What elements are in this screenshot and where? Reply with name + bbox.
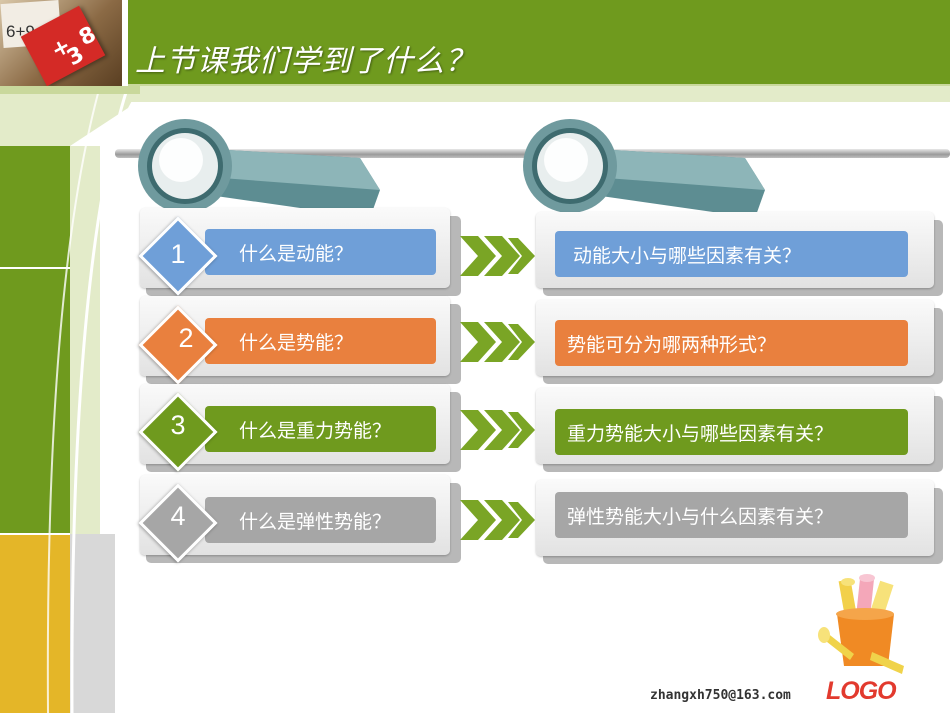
number-4: 4 [170, 501, 186, 531]
header-divider [0, 84, 950, 87]
question-text-3: 什么是重力势能？ [239, 419, 392, 442]
question-bar-2[interactable]: 什么是势能？ [205, 318, 436, 364]
number-1: 1 [170, 239, 186, 269]
logo: LOGO [826, 677, 897, 705]
followup-bar-3[interactable]: 重力势能大小与哪些因素有关？ [555, 409, 908, 455]
followup-text-2: 势能可分为哪两种形式？ [567, 333, 777, 356]
number-2: 2 [178, 323, 194, 353]
contact-email: zhangxh750@163.com [650, 688, 791, 703]
question-text-1: 什么是动能？ [239, 242, 354, 265]
pencil-cup-icon [818, 574, 904, 674]
chevron-arrow-1-icon [460, 236, 535, 276]
question-text-4: 什么是弹性势能？ [239, 510, 392, 533]
math-cards-image: 6+9 + 8 3 [0, 0, 122, 86]
chevron-arrow-3-icon [460, 410, 535, 450]
chevron-arrow-2-icon [460, 322, 535, 362]
followup-text-1: 动能大小与哪些因素有关？ [573, 244, 802, 267]
followup-bar-2[interactable]: 势能可分为哪两种形式？ [555, 320, 908, 366]
question-bar-4[interactable]: 什么是弹性势能？ [205, 497, 436, 543]
question-bar-1[interactable]: 什么是动能？ [205, 229, 436, 275]
hanger-left [138, 119, 380, 218]
question-text-2: 什么是势能？ [239, 331, 354, 354]
page-title: 上节课我们学到了什么？ [135, 44, 476, 79]
followup-bar-4[interactable]: 弹性势能大小与什么因素有关？ [555, 492, 908, 538]
chevron-arrow-4-icon [460, 500, 535, 540]
header-stripe [0, 86, 950, 102]
question-bar-3[interactable]: 什么是重力势能？ [205, 406, 436, 452]
hanger-right [523, 119, 765, 218]
followup-text-4: 弹性势能大小与什么因素有关？ [567, 505, 834, 528]
followup-bar-1[interactable]: 动能大小与哪些因素有关？ [555, 231, 908, 277]
corner-divider [122, 0, 128, 86]
header-bar [0, 0, 950, 86]
left-decoration [0, 86, 140, 713]
followup-text-3: 重力势能大小与哪些因素有关？ [567, 422, 834, 445]
number-3: 3 [170, 410, 186, 440]
